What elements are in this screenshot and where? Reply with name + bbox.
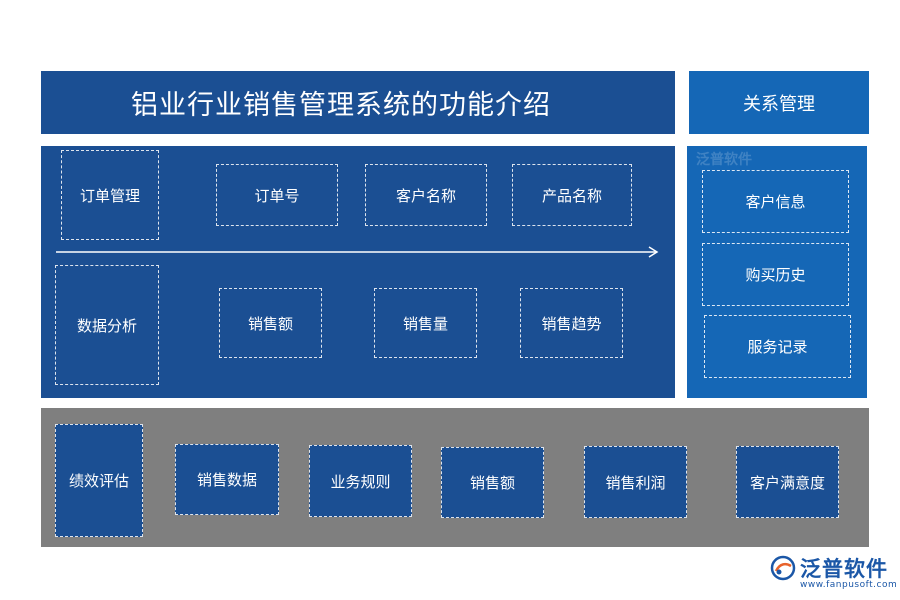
product-name-box: 产品名称 bbox=[512, 164, 632, 226]
watermark-text: 泛普软件 bbox=[696, 152, 752, 168]
data-analysis-box: 数据分析 bbox=[55, 265, 159, 385]
sales-profit-box: 销售利润 bbox=[584, 446, 687, 518]
service-record-box: 服务记录 bbox=[704, 315, 851, 378]
sales-data-box: 销售数据 bbox=[175, 444, 279, 515]
brand-mark-icon bbox=[770, 555, 796, 581]
sales-volume-box: 销售量 bbox=[374, 288, 477, 358]
brand-url: www.fanpusoft.com bbox=[800, 580, 898, 590]
sales-amount-bottom-box: 销售额 bbox=[441, 447, 544, 518]
page-title: 铝业行业销售管理系统的功能介绍 bbox=[41, 71, 675, 134]
customer-name-box: 客户名称 bbox=[365, 164, 487, 226]
brand-name: 泛普软件 bbox=[800, 557, 888, 581]
sales-amount-box: 销售额 bbox=[219, 288, 322, 358]
sales-trend-box: 销售趋势 bbox=[520, 288, 623, 358]
business-rules-box: 业务规则 bbox=[309, 445, 412, 517]
relation-management-title: 关系管理 bbox=[689, 71, 869, 134]
customer-satisfaction-box: 客户满意度 bbox=[736, 446, 839, 518]
performance-evaluation-box: 绩效评估 bbox=[55, 424, 143, 537]
customer-info-box: 客户信息 bbox=[702, 170, 849, 233]
relation-panel bbox=[687, 146, 867, 398]
purchase-history-box: 购买历史 bbox=[702, 243, 849, 306]
brand-logo: 泛普软件 bbox=[770, 553, 888, 583]
main-panel bbox=[41, 146, 675, 398]
flow-arrow bbox=[56, 246, 659, 258]
order-management-box: 订单管理 bbox=[61, 150, 159, 240]
order-number-box: 订单号 bbox=[216, 164, 338, 226]
